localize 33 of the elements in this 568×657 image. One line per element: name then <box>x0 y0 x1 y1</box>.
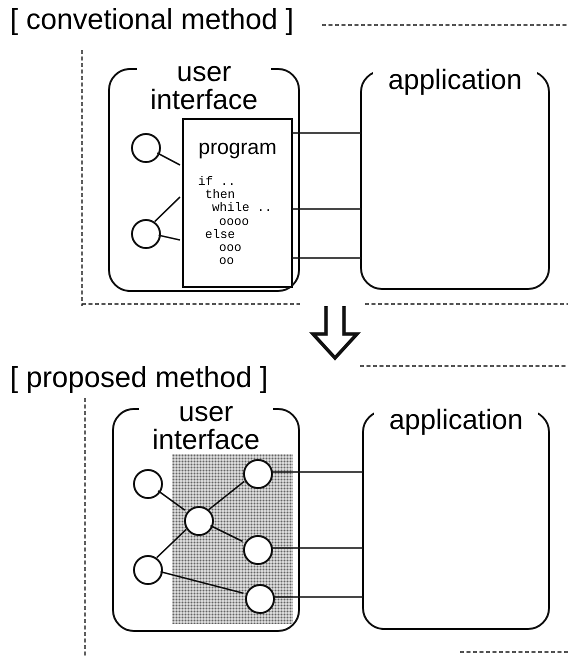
connector-line <box>156 528 187 558</box>
connector-line <box>273 596 362 598</box>
connector-line <box>156 152 180 166</box>
circle-node <box>133 469 163 499</box>
code-line: then <box>205 189 236 202</box>
connector-line <box>154 196 181 222</box>
connector-line <box>291 208 360 210</box>
code-line: else <box>205 228 236 242</box>
connector-line <box>291 132 360 134</box>
group-heading: application <box>374 406 538 434</box>
circle-node <box>245 584 275 614</box>
code-line: ooo <box>219 242 242 256</box>
group-heading: application <box>373 66 537 94</box>
circle-node <box>184 506 214 536</box>
section-heading: [ convetional method ] <box>10 4 294 37</box>
section-heading: [ proposed method ] <box>10 362 268 395</box>
circle-node <box>131 133 161 163</box>
circle-node <box>243 459 273 489</box>
program-title: program <box>197 136 278 160</box>
code-line: if .. <box>198 176 236 189</box>
shaded-area <box>172 454 293 624</box>
circle-node <box>131 219 161 249</box>
code-line: oo <box>219 255 234 268</box>
block-arrow <box>309 304 361 361</box>
circle-node <box>243 535 273 565</box>
code-line: while .. <box>212 202 272 216</box>
connector-line <box>158 234 180 241</box>
circle-node <box>133 555 163 585</box>
connector-line <box>271 547 362 549</box>
code-line: oooo <box>219 216 250 229</box>
connector-line <box>271 471 362 473</box>
connector-line <box>291 257 360 259</box>
program-box <box>182 118 293 288</box>
